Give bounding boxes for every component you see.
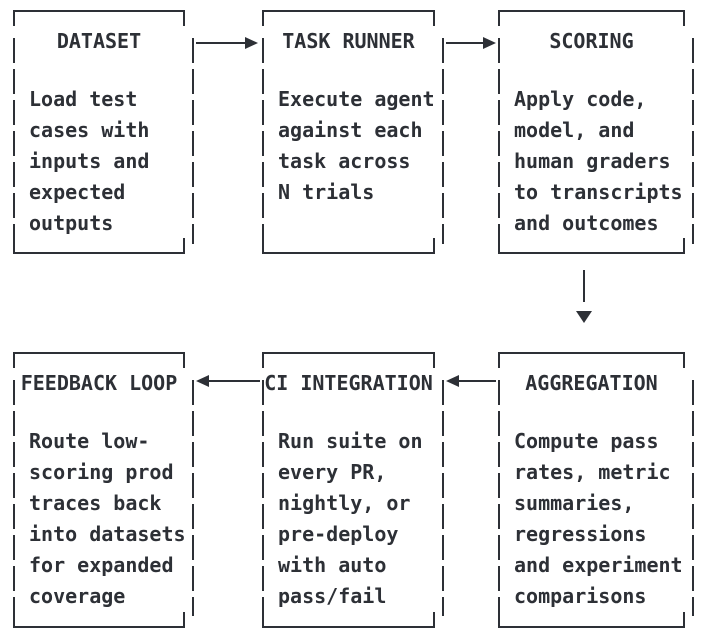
box-border-right (692, 38, 694, 244)
box-body-dataset: Load test cases with inputs and expected… (29, 84, 194, 239)
arrow-head-down-icon (576, 311, 592, 323)
box-line: Route low- (29, 429, 150, 453)
box-border-top (262, 352, 435, 368)
box-line: outputs (29, 211, 114, 235)
box-line: nightly, or (278, 491, 411, 515)
box-task-runner: TASK RUNNER Execute agent against each t… (262, 10, 444, 254)
box-line: rates, metric (514, 460, 671, 484)
arrow-shaft (459, 380, 496, 382)
box-border-right (692, 380, 694, 616)
arrow-aggregation-to-ci-integration (446, 374, 496, 388)
arrow-shaft (196, 42, 245, 44)
box-line: pass/fail (278, 584, 387, 608)
box-line: Execute agent (278, 87, 435, 111)
box-line: inputs and (29, 149, 150, 173)
box-body-aggregation: Compute pass rates, metric summaries, re… (514, 426, 694, 612)
box-line: against each (278, 118, 423, 142)
box-body-task-runner: Execute agent against each task across N… (278, 84, 444, 208)
box-line: regressions (514, 522, 647, 546)
box-title-scoring: SCORING (549, 29, 634, 53)
arrow-shaft (446, 42, 483, 44)
box-title-task-runner: TASK RUNNER (282, 29, 415, 53)
box-border-bottom (498, 238, 685, 254)
box-line: traces back (29, 491, 162, 515)
box-body-scoring: Apply code, model, and human graders to … (514, 84, 694, 239)
arrow-head-left-icon (196, 375, 209, 387)
box-body-feedback-loop: Route low- scoring prod traces back into… (29, 426, 194, 612)
box-line: expected (29, 180, 126, 204)
box-border-bottom (498, 612, 685, 628)
box-title-dataset: DATASET (56, 29, 142, 53)
box-line: human graders (514, 149, 671, 173)
box-line: Apply code, (514, 87, 647, 111)
box-border-bottom (13, 612, 185, 628)
arrow-shaft (209, 380, 260, 382)
box-line: Run suite on (278, 429, 423, 453)
box-feedback-loop: FEEDBACK LOOP Route low- scoring prod tr… (13, 352, 194, 628)
box-line: and experiment (514, 553, 683, 577)
box-line: Load test (29, 87, 138, 111)
box-line: summaries, (514, 491, 635, 515)
box-border-left (498, 380, 500, 616)
box-border-bottom (262, 612, 435, 628)
box-title-aggregation: AGGREGATION (525, 371, 658, 395)
arrow-shaft (583, 270, 585, 302)
box-border-left (13, 38, 15, 244)
arrow-ci-integration-to-feedback-loop (196, 374, 260, 388)
arrow-head-right-icon (483, 37, 496, 49)
box-line: model, and (514, 118, 635, 142)
box-line: to transcripts (514, 180, 683, 204)
box-dataset: DATASET Load test cases with inputs and … (13, 10, 194, 254)
box-border-right (442, 38, 444, 244)
box-border-right (192, 38, 194, 244)
arrow-head-right-icon (245, 37, 258, 49)
box-line: for expanded (29, 553, 174, 577)
box-line: into datasets (29, 522, 186, 546)
box-scoring: SCORING Apply code, model, and human gra… (498, 10, 694, 254)
box-line: scoring prod (29, 460, 174, 484)
box-line: comparisons (514, 584, 647, 608)
box-ci-integration: CI INTEGRATION Run suite on every PR, ni… (262, 352, 444, 628)
box-aggregation: AGGREGATION Compute pass rates, metric s… (498, 352, 694, 628)
box-line: cases with (29, 118, 150, 142)
box-line: task across (278, 149, 411, 173)
box-border-top (13, 10, 185, 26)
box-title-feedback-loop: FEEDBACK LOOP (20, 371, 178, 395)
box-line: and outcomes (514, 211, 659, 235)
box-line: N trials (278, 180, 375, 204)
arrow-head-left-icon (446, 375, 459, 387)
box-line: Compute pass (514, 429, 659, 453)
box-border-top (262, 10, 435, 26)
box-border-right (442, 380, 444, 616)
box-line: every PR, (278, 460, 387, 484)
box-border-left (262, 380, 264, 616)
box-border-left (498, 38, 500, 244)
arrow-task-runner-to-scoring (446, 36, 496, 50)
box-border-left (262, 38, 264, 244)
box-line: with auto (278, 553, 387, 577)
box-border-right (192, 380, 194, 616)
box-line: coverage (29, 584, 126, 608)
box-border-bottom (13, 238, 185, 254)
box-border-top (498, 10, 685, 26)
box-border-top (13, 352, 185, 368)
arrow-dataset-to-task-runner (196, 36, 258, 50)
box-line: pre-deploy (278, 522, 399, 546)
box-border-left (13, 380, 15, 616)
box-body-ci-integration: Run suite on every PR, nightly, or pre-d… (278, 426, 444, 612)
box-title-ci-integration: CI INTEGRATION (264, 371, 433, 395)
arrow-scoring-to-aggregation (576, 270, 592, 323)
arrow-gap (576, 302, 592, 311)
box-border-bottom (262, 238, 435, 254)
box-border-top (498, 352, 685, 368)
